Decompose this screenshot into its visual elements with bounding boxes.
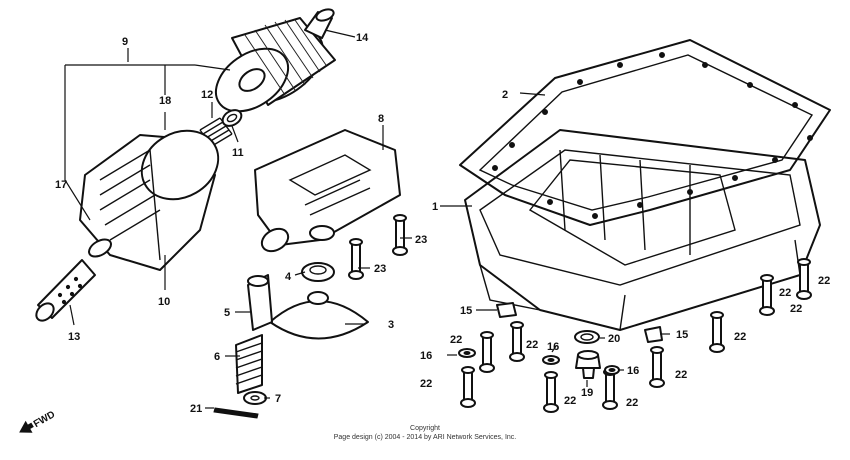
callout-22a: 22 [450,334,462,346]
callout-22h: 22 [779,287,791,299]
svg-text:FWD: FWD [32,409,57,430]
copyright-title: Copyright [410,425,440,432]
callout-17: 17 [55,179,67,191]
callout-8: 8 [378,113,384,125]
clip-15a [496,302,517,318]
callout-4: 4 [285,271,292,283]
washer-7 [243,391,267,405]
fwd-direction-arrow: FWD [19,409,57,433]
callout-9: 9 [122,36,128,48]
callout-1: 1 [432,201,438,213]
callout-19: 19 [581,387,593,399]
callout-16b: 16 [547,341,559,353]
relief-valve-spring [235,334,263,394]
bolt-22i [796,258,812,300]
callout-22f: 22 [675,369,687,381]
clip-15b [644,326,663,343]
callout-18: 18 [159,95,171,107]
drain-bolt-19 [575,350,601,379]
relief-valve-cap [269,291,369,340]
pin-21 [213,407,259,419]
bolt-22h [759,274,775,316]
o-ring-20 [574,330,600,344]
oil-filter-cover [79,129,220,271]
bolt-22b [509,321,525,362]
callout-10: 10 [158,296,170,308]
callout-15a: 15 [460,305,472,317]
bolt-23b [348,238,364,280]
callout-21: 21 [190,403,202,415]
oil-strainer-body [254,129,401,253]
washer-11 [221,109,243,127]
bolt-22c [460,366,476,408]
callout-16a: 16 [420,350,432,362]
copyright-text: Page design (c) 2004 - 2014 by ARI Netwo… [334,434,517,441]
oil-filter-bolt [304,8,335,39]
callout-22j: 22 [790,303,802,315]
callout-22b: 22 [526,339,538,351]
callout-6: 6 [214,351,220,363]
oil-strainer-pipe [35,259,96,322]
washer-16c [604,365,620,375]
washer-16b [542,355,560,365]
callout-22g: 22 [734,331,746,343]
callout-5: 5 [224,307,230,319]
bolt-22f [649,346,665,388]
callout-15b: 15 [676,329,688,341]
callout-13: 13 [68,331,80,343]
relief-valve-pipe [247,274,273,331]
callout-22i: 22 [818,275,830,287]
o-ring-4 [301,262,335,282]
callout-labels: 1 2 3 4 5 6 7 8 9 10 11 12 13 14 15 15 1… [55,32,830,415]
washer-16a [458,348,476,358]
bolt-22g [709,311,725,353]
callout-23b: 23 [374,263,386,275]
callout-12: 12 [201,89,213,101]
bolt-22e [602,368,618,410]
callout-16c: 16 [627,365,639,377]
bolt-23a [392,214,408,256]
oil-filter-element [214,17,336,113]
callout-23a: 23 [415,234,427,246]
bolt-22a [479,331,495,373]
callout-20: 20 [608,333,620,345]
oil-pan-gasket [459,39,831,226]
callout-3: 3 [388,319,394,331]
callout-14: 14 [356,32,369,44]
leader-lines [64,29,670,409]
callout-22c: 22 [420,378,432,390]
callout-22d: 22 [564,395,576,407]
callout-2: 2 [502,89,508,101]
bolt-22d [543,371,559,413]
callout-7: 7 [275,393,281,405]
callout-22e: 22 [626,397,638,409]
callout-11: 11 [232,147,244,159]
